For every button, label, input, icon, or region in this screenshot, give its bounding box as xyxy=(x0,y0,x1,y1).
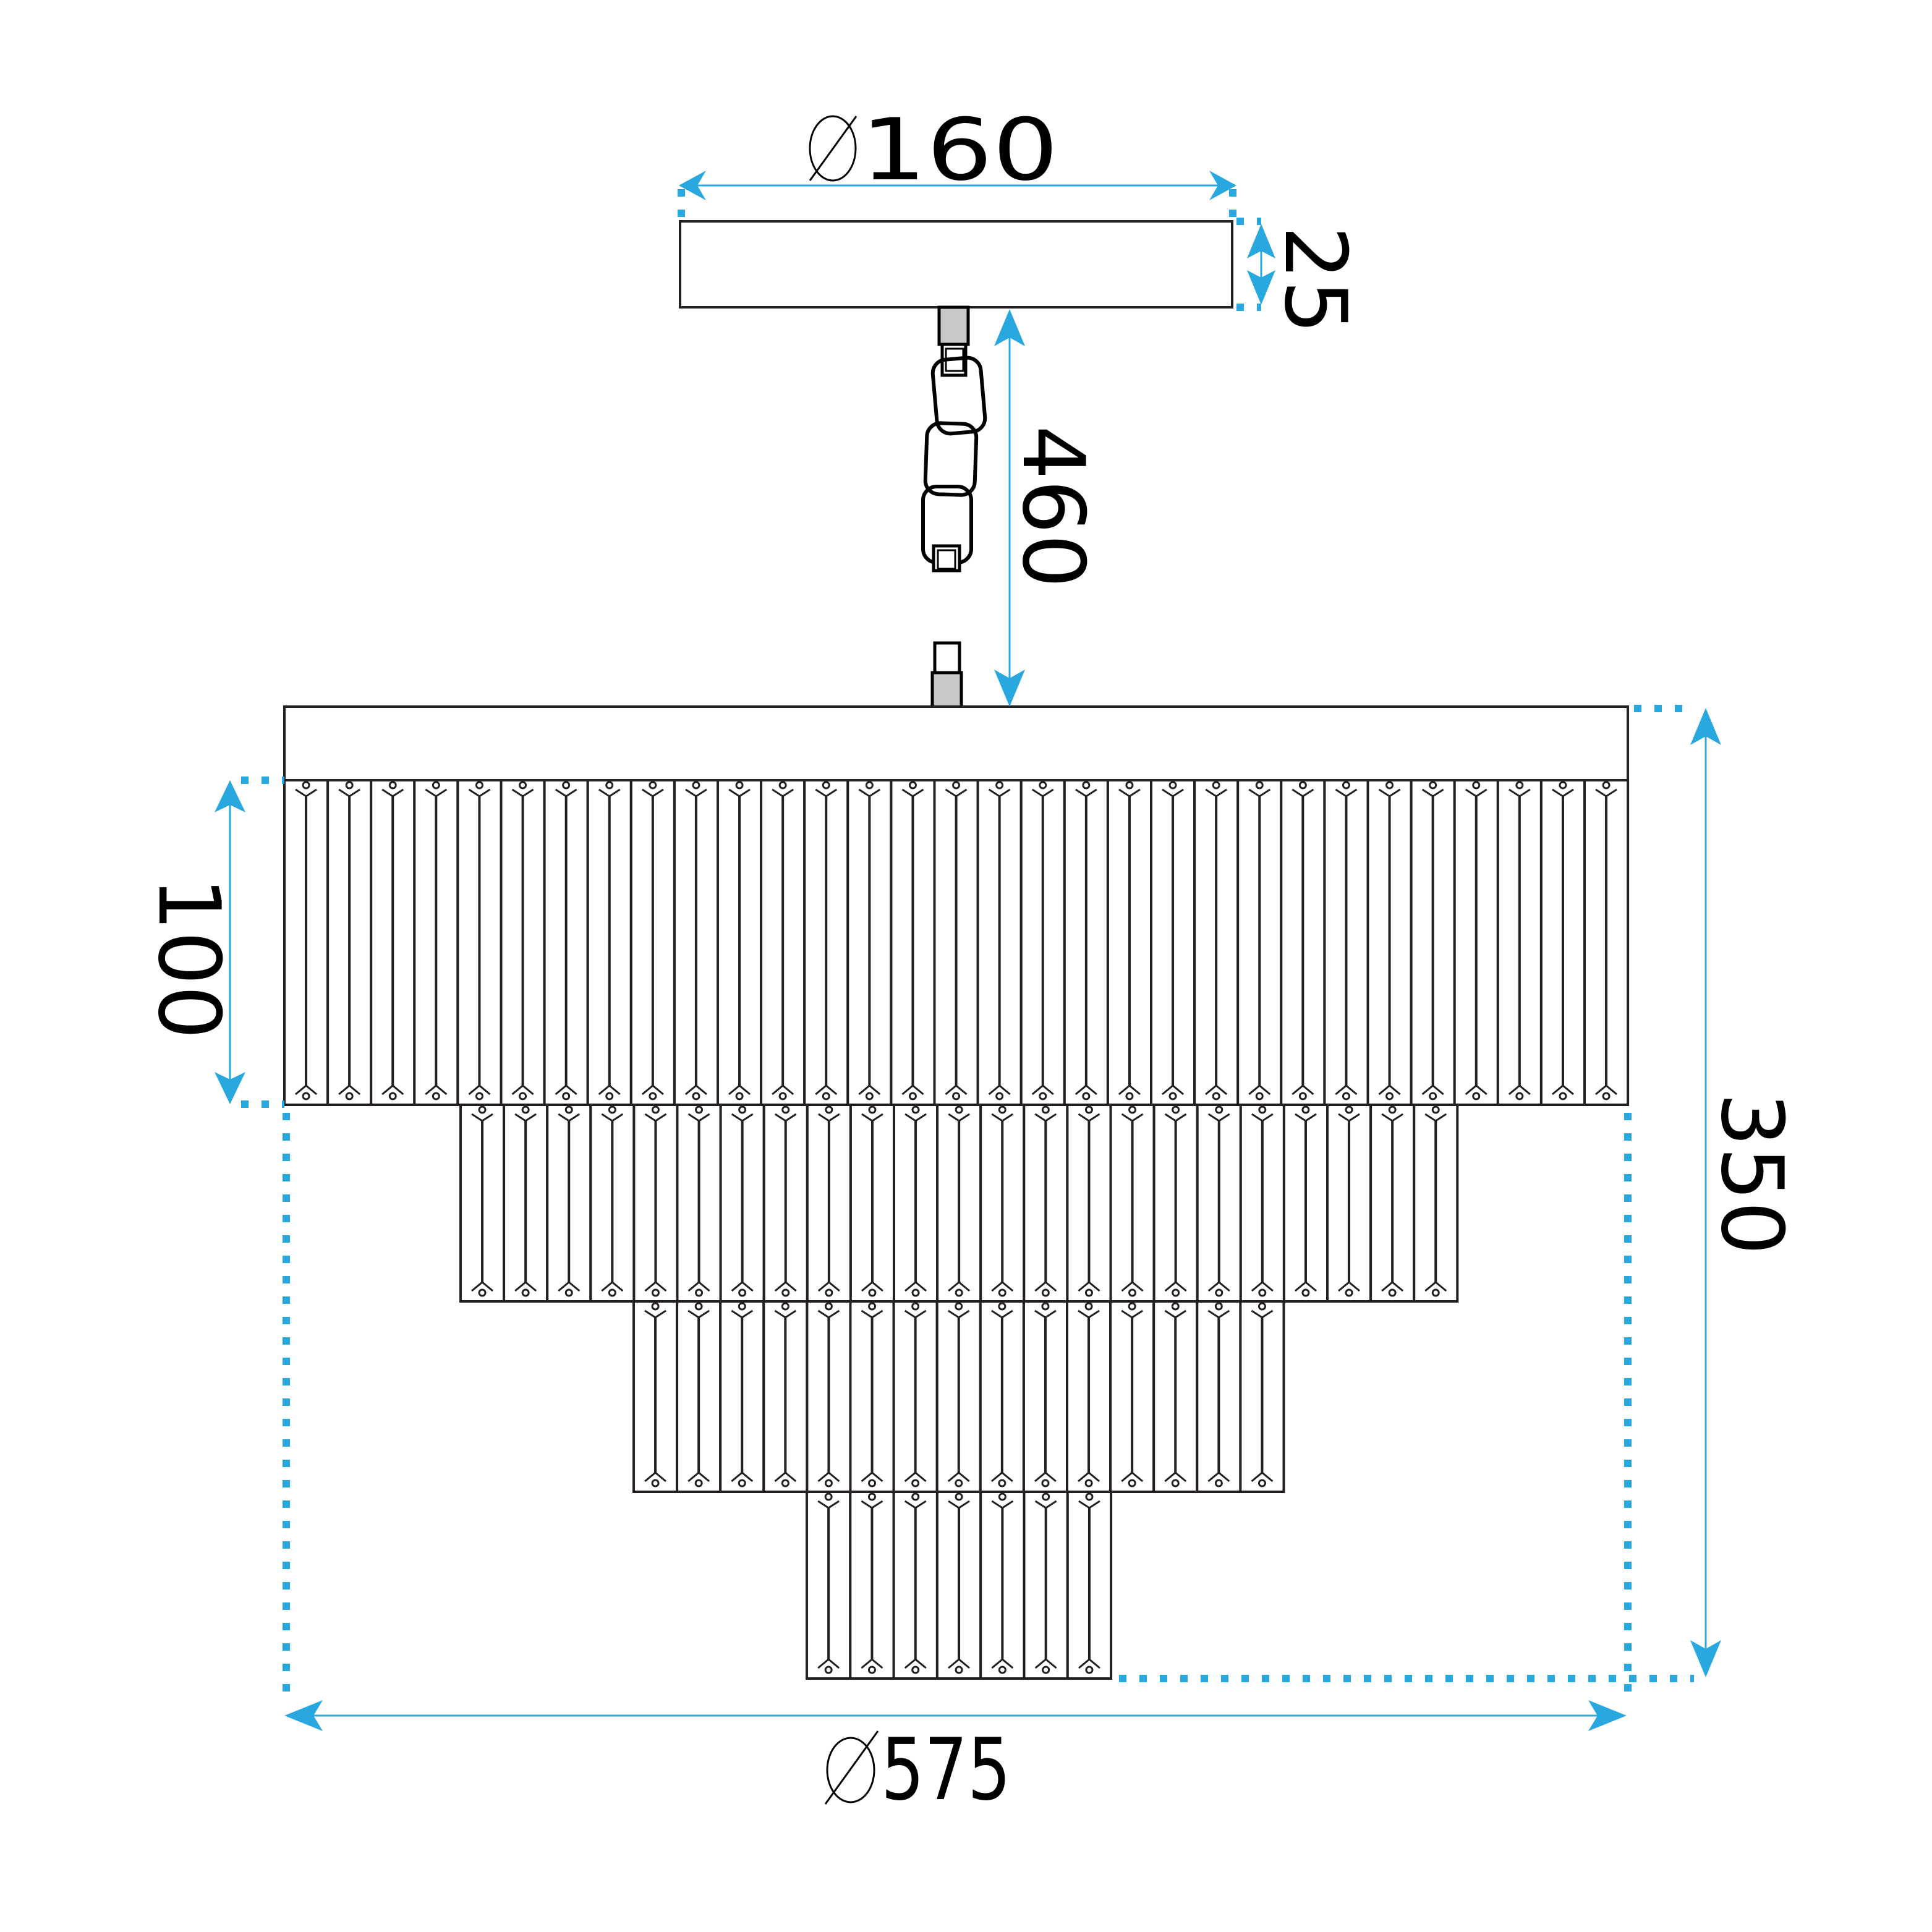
crystal-prism xyxy=(1280,779,1326,1106)
crystal-prism xyxy=(1413,1104,1459,1303)
crystal-prism xyxy=(1496,779,1543,1106)
crystal-prism xyxy=(673,779,720,1106)
crystal-prism xyxy=(1196,1104,1242,1303)
crystal-prism xyxy=(629,779,676,1106)
crystal-prism xyxy=(1109,1104,1155,1303)
crystal-prism xyxy=(762,1104,809,1303)
chain-length-label: 460 xyxy=(1003,425,1103,588)
crystal-prism xyxy=(1239,1104,1285,1303)
dimension-chain-length: 460 xyxy=(994,309,1103,707)
crystal-prism xyxy=(1369,1104,1416,1303)
crystal-prism xyxy=(806,1104,852,1303)
crystal-prism xyxy=(1150,779,1196,1106)
crystal-prism xyxy=(719,1104,765,1303)
crystal-prism xyxy=(459,1104,506,1303)
crystal-prism xyxy=(546,1104,592,1303)
crystal-prism xyxy=(676,1300,722,1493)
crystal-prism xyxy=(976,779,1023,1106)
crystal-prism xyxy=(586,779,632,1106)
crystal-prism xyxy=(1196,1300,1242,1493)
crystal-prism xyxy=(979,1300,1025,1493)
crystal-prism xyxy=(456,779,503,1106)
crystal-prism xyxy=(762,1300,809,1493)
tier-3 xyxy=(632,1300,1285,1493)
crystal-prism xyxy=(936,1104,982,1303)
body-diameter-label: 575 xyxy=(881,1720,1011,1819)
crystal-prism xyxy=(1066,1104,1112,1303)
crystal-prism xyxy=(676,1104,722,1303)
crystal-prism xyxy=(806,1491,852,1680)
crystal-prism xyxy=(632,1300,679,1493)
crystal-prism xyxy=(1152,1300,1199,1493)
crystal-prism xyxy=(1583,779,1630,1106)
dimension-body-height: 350 xyxy=(1119,705,1802,1682)
crystal-prism xyxy=(1236,779,1283,1106)
crystal-prism xyxy=(1063,779,1109,1106)
crystal-prism xyxy=(1066,1491,1113,1680)
crystal-prism xyxy=(283,779,330,1106)
crystal-prism xyxy=(413,779,459,1106)
canopy-height-label: 25 xyxy=(1266,226,1365,334)
tier-2 xyxy=(459,1104,1459,1303)
crystal-prism xyxy=(893,1104,939,1303)
diameter-symbol-icon xyxy=(809,115,857,182)
crystal-prism xyxy=(1239,1300,1285,1493)
crystal-prism xyxy=(543,779,589,1106)
crystal-prism xyxy=(979,1104,1026,1303)
crystal-prism xyxy=(1106,779,1153,1106)
crystal-prism xyxy=(803,779,849,1106)
crystal-prism xyxy=(1453,779,1499,1106)
tier-1 xyxy=(283,779,1630,1106)
dimension-crystal-height: 100 xyxy=(139,777,284,1108)
crystal-prism xyxy=(1282,1104,1329,1303)
crystal-prism xyxy=(846,779,893,1106)
crystal-prism xyxy=(326,779,373,1106)
dimension-body-diameter: 575 xyxy=(283,1113,1632,1819)
crystal-prism xyxy=(935,1300,982,1493)
crystal-prism xyxy=(1152,1104,1199,1303)
crystal-height-label: 100 xyxy=(139,877,239,1039)
crystal-prism xyxy=(1109,1300,1155,1493)
dimension-canopy-diameter: 160 xyxy=(678,100,1236,221)
crystal-prism xyxy=(1366,779,1413,1106)
crystal-prism xyxy=(849,1491,895,1680)
diameter-symbol-icon xyxy=(826,1737,875,1803)
crystal-prism xyxy=(1066,1300,1112,1493)
dimension-canopy-height: 25 xyxy=(1236,218,1365,334)
crystal-prism xyxy=(1022,1300,1069,1493)
crystal-prism xyxy=(503,1104,549,1303)
crystal-prism xyxy=(1323,779,1369,1106)
canopy-diameter-label: 160 xyxy=(861,100,1058,200)
crystal-prism xyxy=(1410,779,1456,1106)
crystal-prism xyxy=(719,1300,765,1493)
crystal-tiers xyxy=(283,779,1630,1680)
crystal-prism xyxy=(892,1300,938,1493)
crystal-prism xyxy=(589,1104,636,1303)
crystal-prism xyxy=(935,1491,982,1680)
crystal-prism xyxy=(1539,779,1586,1106)
crystal-prism xyxy=(1023,1104,1069,1303)
tier-4 xyxy=(806,1491,1113,1680)
crystal-prism xyxy=(933,779,979,1106)
crystal-prism xyxy=(1193,779,1240,1106)
chain xyxy=(921,305,987,710)
crystal-prism xyxy=(979,1491,1026,1680)
crystal-prism xyxy=(892,1491,938,1680)
crystal-prism xyxy=(1023,1491,1069,1680)
top-ring xyxy=(283,705,1629,781)
crystal-prism xyxy=(632,1104,679,1303)
crystal-prism xyxy=(1326,1104,1372,1303)
crystal-prism xyxy=(760,779,806,1106)
crystal-prism xyxy=(1019,779,1066,1106)
body-height-label: 350 xyxy=(1702,1092,1802,1255)
canopy xyxy=(679,220,1233,309)
crystal-prism xyxy=(849,1300,895,1493)
crystal-prism xyxy=(849,1104,896,1303)
crystal-prism xyxy=(717,779,763,1106)
crystal-prism xyxy=(370,779,416,1106)
crystal-prism xyxy=(806,1300,852,1493)
crystal-prism xyxy=(890,779,936,1106)
crystal-prism xyxy=(500,779,546,1106)
